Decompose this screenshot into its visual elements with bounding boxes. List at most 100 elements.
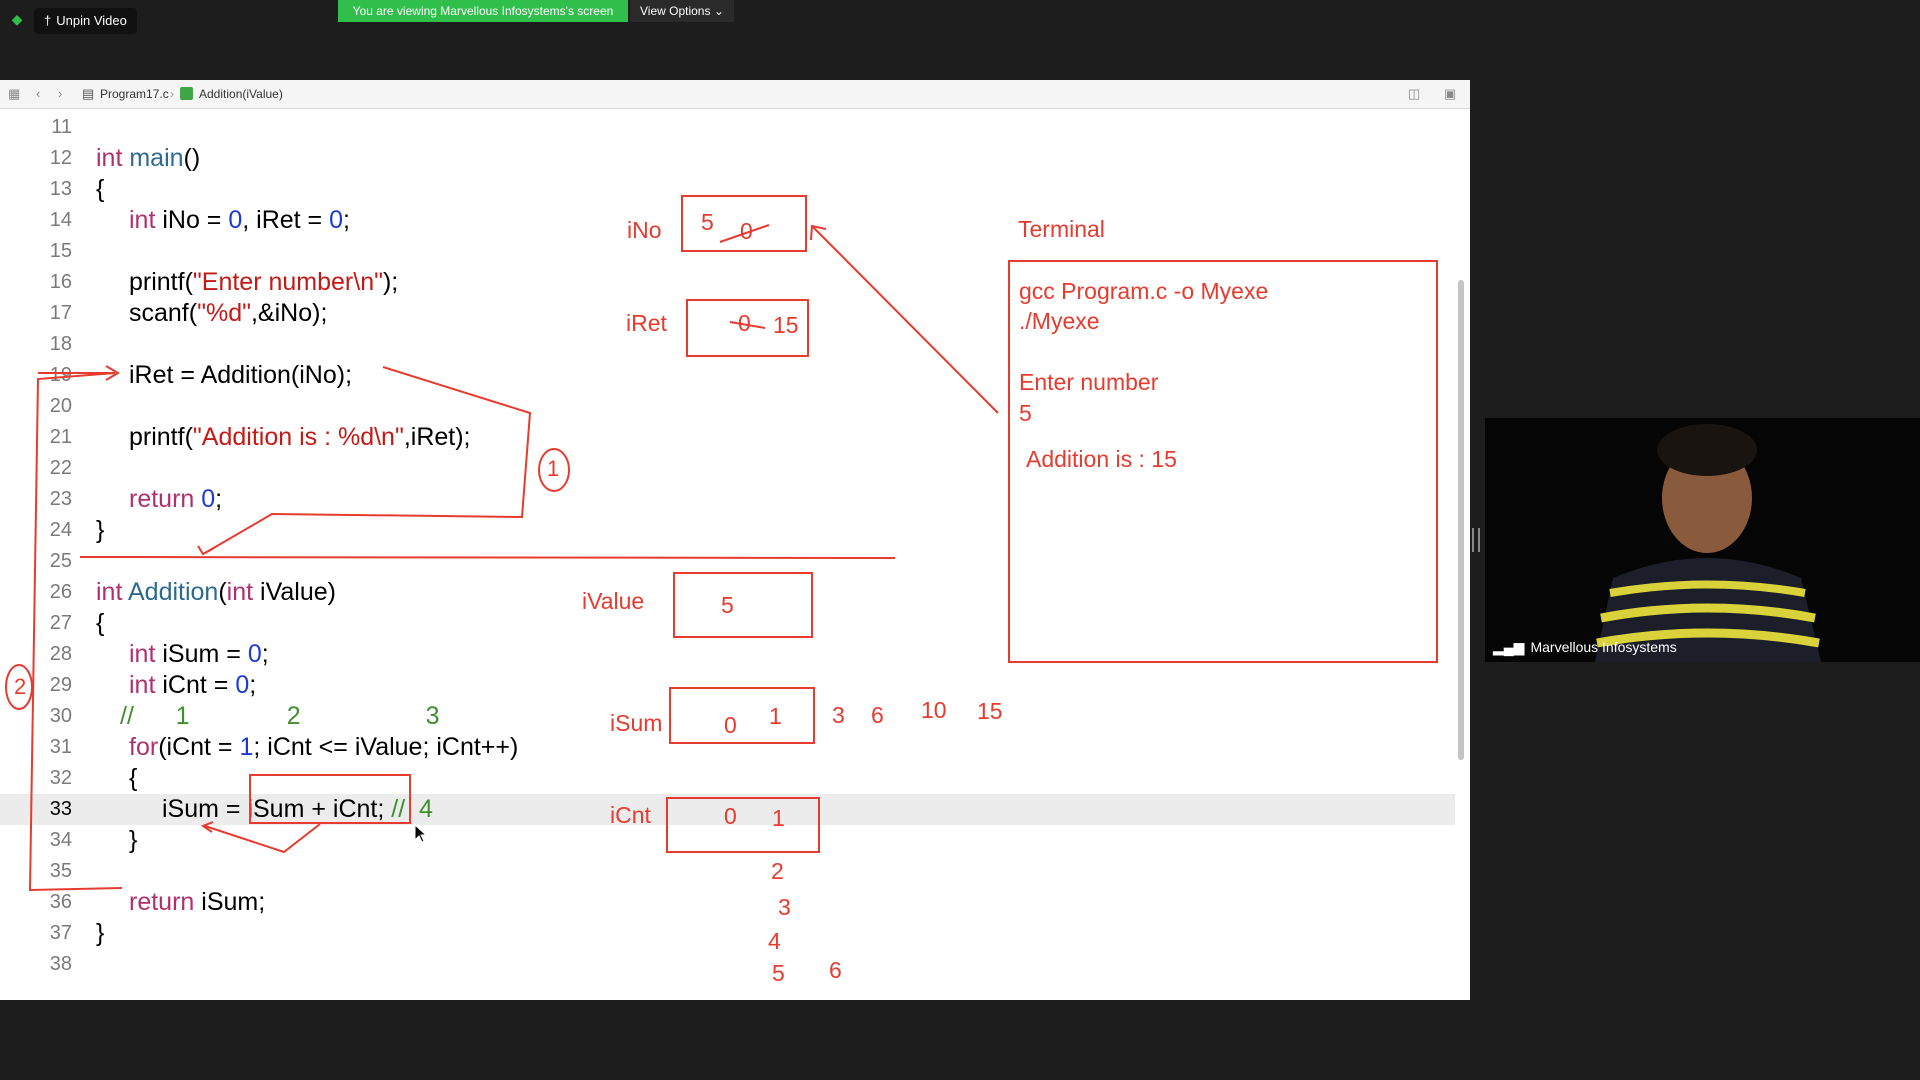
line-number: 37 xyxy=(49,922,72,944)
line-number: 15 xyxy=(49,240,72,262)
line-number: 32 xyxy=(49,767,72,789)
iCnt-value: 0 xyxy=(724,803,737,829)
iCnt-label: iCnt xyxy=(610,802,651,828)
terminal-label: Terminal xyxy=(1018,216,1105,242)
line-number: 36 xyxy=(49,891,72,913)
split-editor-icon[interactable]: ◫ xyxy=(1408,86,1421,101)
line-number: 24 xyxy=(49,519,72,541)
breadcrumb-symbol[interactable]: Addition(iValue) xyxy=(199,87,283,101)
code-line: 23 return 0; xyxy=(0,484,1455,515)
line-number: 14 xyxy=(49,209,72,231)
pin-icon: † xyxy=(44,13,52,28)
iNo-value: 5 xyxy=(701,209,714,235)
code-text: scanf("%d",&iNo); xyxy=(129,299,328,327)
signal-bars-icon: ▂▄▆ xyxy=(1493,639,1525,655)
panel-resize-handle[interactable] xyxy=(1472,528,1480,552)
line-number: 31 xyxy=(49,736,72,758)
iSum-value: 10 xyxy=(921,697,947,723)
code-text: { xyxy=(129,764,138,792)
unpin-video-label: Unpin Video xyxy=(56,13,127,28)
webcam-video-tile[interactable]: ▂▄▆Marvellous Infosystems xyxy=(1485,418,1920,662)
line-number: 38 xyxy=(49,953,72,975)
participant-name: ▂▄▆Marvellous Infosystems xyxy=(1493,639,1677,655)
unpin-video-button[interactable]: † Unpin Video xyxy=(34,8,137,34)
iRet-label: iRet xyxy=(626,310,667,336)
code-text: int iSum = 0; xyxy=(129,640,269,668)
code-text: int main() xyxy=(96,144,201,172)
vertical-scrollbar[interactable] xyxy=(1458,280,1464,760)
iValue-value: 5 xyxy=(721,592,734,618)
line-number: 12 xyxy=(49,147,72,169)
line-number: 18 xyxy=(49,333,72,355)
mouse-cursor-icon xyxy=(414,824,428,843)
view-options-label: View Options xyxy=(640,4,711,18)
view-options-button[interactable]: View Options ⌄ xyxy=(630,0,734,22)
line-number: 28 xyxy=(49,643,72,665)
code-line: 36 return iSum; xyxy=(0,887,1455,918)
iRet-old-value: 0 xyxy=(738,310,751,336)
meeting-toolbar: ◆ † Unpin Video You are viewing Marvellou… xyxy=(0,0,1920,80)
code-line: 35 xyxy=(0,856,1455,887)
code-line: 19 iRet = Addition(iNo); xyxy=(0,360,1455,391)
code-text: int iNo = 0, iRet = 0; xyxy=(129,206,350,234)
code-line: 18 xyxy=(0,329,1455,360)
line-number: 16 xyxy=(49,271,72,293)
iSum-value: 0 xyxy=(724,712,737,738)
code-text: return iSum; xyxy=(129,888,266,916)
line-number: 25 xyxy=(49,550,72,572)
code-line: 21 printf("Addition is : %d\n",iRet); xyxy=(0,422,1455,453)
iSum-label: iSum xyxy=(610,710,663,736)
code-line: 20 xyxy=(0,391,1455,422)
code-comment: // 1 2 3 xyxy=(120,702,440,730)
code-text: } xyxy=(96,516,105,544)
code-text: iRet = Addition(iNo); xyxy=(129,361,353,389)
code-text: { xyxy=(96,609,105,637)
layout-icon[interactable]: ▣ xyxy=(1444,86,1457,101)
code-line: 28 int iSum = 0; xyxy=(0,639,1455,670)
function-icon xyxy=(180,87,193,100)
code-line: 22 xyxy=(0,453,1455,484)
step-2-label: 2 xyxy=(14,674,27,699)
line-number: 22 xyxy=(49,457,72,479)
terminal-line: Enter number xyxy=(1019,369,1159,395)
iCnt-value: 4 xyxy=(768,928,781,954)
terminal-line: gcc Program.c -o Myexe xyxy=(1019,278,1269,304)
code-line: 24 } xyxy=(0,515,1455,546)
code-line: 12 int main() xyxy=(0,143,1455,174)
line-number: 20 xyxy=(49,395,72,417)
iSum-value: 3 xyxy=(832,702,845,728)
shared-screen-editor: ▦ ‹ › ▤ Program17.c › Addition(iValue) ◫… xyxy=(0,80,1470,1000)
iSum-value: 15 xyxy=(977,698,1003,724)
step-1-label: 1 xyxy=(547,456,560,481)
line-number: 33 xyxy=(49,798,72,820)
code-text: iSum = iSum + iCnt; // 4 xyxy=(162,795,433,823)
line-number: 13 xyxy=(49,178,72,200)
grid-icon[interactable]: ▦ xyxy=(8,86,21,101)
line-number: 19 xyxy=(49,364,72,386)
line-number: 30 xyxy=(49,705,72,727)
shield-icon: ◆ xyxy=(11,11,23,27)
code-text: printf("Enter number\n"); xyxy=(129,268,399,296)
editor-jump-bar: ▦ ‹ › ▤ Program17.c › Addition(iValue) ◫… xyxy=(0,80,1470,109)
back-arrow-icon[interactable]: ‹ xyxy=(36,86,41,101)
breadcrumb-file[interactable]: Program17.c xyxy=(100,87,169,101)
line-number: 17 xyxy=(49,302,72,324)
line-number: 35 xyxy=(49,860,72,882)
iCnt-value: 1 xyxy=(772,805,785,831)
code-line: 15 xyxy=(0,236,1455,267)
line-number: 34 xyxy=(49,829,72,851)
iValue-label: iValue xyxy=(582,588,645,614)
code-text: { xyxy=(96,175,105,203)
code-text: } xyxy=(129,826,138,854)
line-number: 29 xyxy=(49,674,72,696)
screen-share-banner: You are viewing Marvellous Infosystems's… xyxy=(338,0,628,22)
code-line: 32 { xyxy=(0,763,1455,794)
code-text: int Addition(int iValue) xyxy=(96,578,336,606)
forward-arrow-icon[interactable]: › xyxy=(58,86,63,101)
code-line: 38 xyxy=(0,949,1455,980)
line-number: 27 xyxy=(49,612,72,634)
iNo-old-value: 0 xyxy=(740,218,753,244)
code-line: 26 int Addition(int iValue) xyxy=(0,577,1455,608)
iCnt-value: 2 xyxy=(771,858,784,884)
iRet-value: 15 xyxy=(773,312,799,338)
